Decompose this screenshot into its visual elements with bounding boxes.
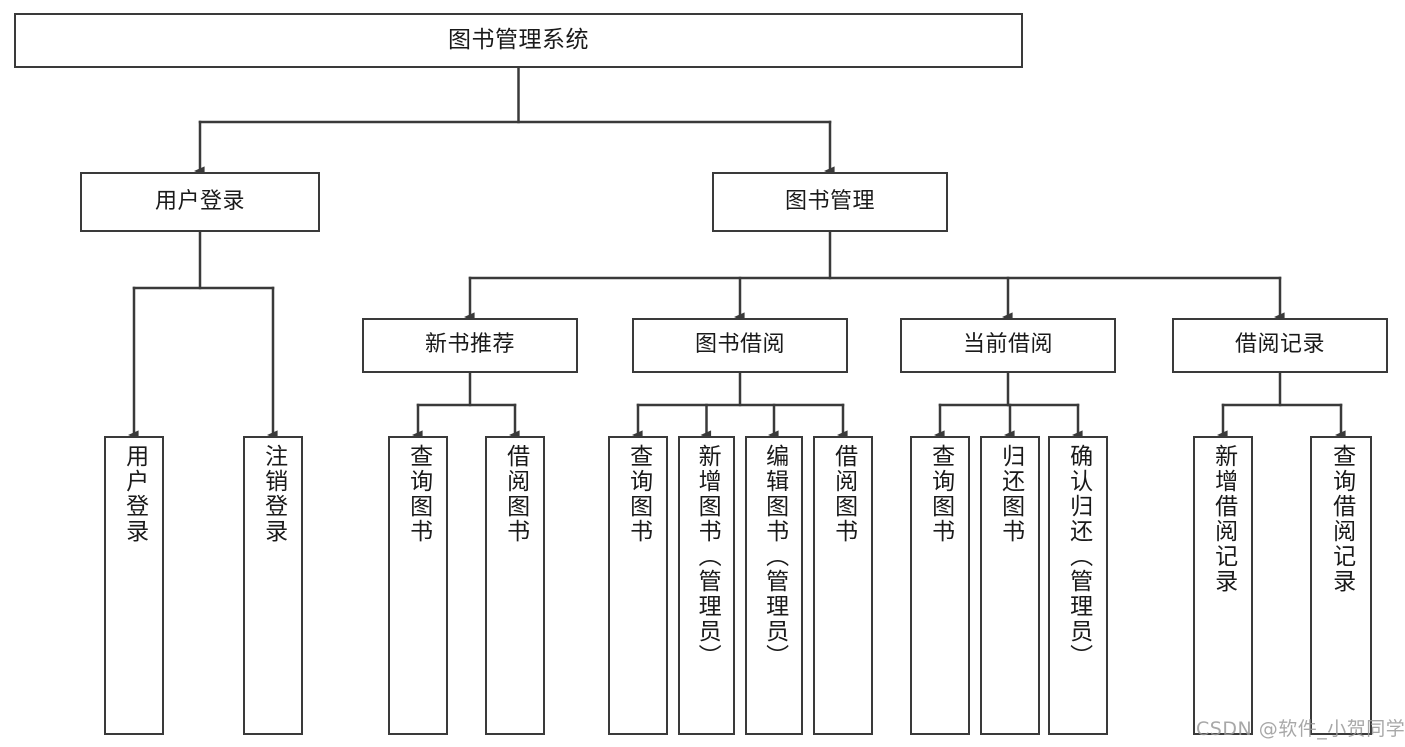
node-records[interactable]: 借阅记录 xyxy=(1172,318,1388,373)
node-label: 借阅图书 xyxy=(830,444,857,544)
node-label: 新增借阅记录 xyxy=(1210,444,1237,594)
node-label: 当前借阅 xyxy=(962,332,1053,358)
node-label: 借阅记录 xyxy=(1234,332,1325,358)
node-label: 注销登录 xyxy=(260,444,287,544)
node-leaf3[interactable]: 查询图书 xyxy=(388,436,448,735)
node-label: 图书管理系统 xyxy=(448,26,589,53)
node-leaf10[interactable]: 归还图书 xyxy=(980,436,1040,735)
node-leaf13[interactable]: 查询借阅记录 xyxy=(1310,436,1372,735)
node-current[interactable]: 当前借阅 xyxy=(900,318,1116,373)
node-label: 图书借阅 xyxy=(694,332,785,358)
node-label: 查询图书 xyxy=(927,444,954,544)
node-label: 查询图书 xyxy=(405,444,432,544)
node-label: 图书管理 xyxy=(784,188,875,214)
node-label: 新增图书（管理员） xyxy=(694,444,721,669)
node-leaf9[interactable]: 查询图书 xyxy=(910,436,970,735)
node-leaf7[interactable]: 编辑图书（管理员） xyxy=(745,436,803,735)
node-bookmgmt[interactable]: 图书管理 xyxy=(712,172,948,232)
node-label: 确认归还（管理员） xyxy=(1065,444,1092,669)
node-newrec[interactable]: 新书推荐 xyxy=(362,318,578,373)
node-leaf6[interactable]: 新增图书（管理员） xyxy=(678,436,735,735)
node-leaf4[interactable]: 借阅图书 xyxy=(485,436,545,735)
node-leaf1[interactable]: 用户登录 xyxy=(104,436,164,735)
node-leaf11[interactable]: 确认归还（管理员） xyxy=(1048,436,1108,735)
node-label: 归还图书 xyxy=(997,444,1024,544)
node-label: 查询借阅记录 xyxy=(1328,444,1355,594)
node-label: 用户登录 xyxy=(121,444,148,544)
node-root[interactable]: 图书管理系统 xyxy=(14,13,1023,68)
csdn-watermark: CSDN @软件_小贺同学 xyxy=(1196,718,1405,740)
node-label: 编辑图书（管理员） xyxy=(761,444,788,669)
node-label: 借阅图书 xyxy=(502,444,529,544)
node-leaf2[interactable]: 注销登录 xyxy=(243,436,303,735)
node-label: 用户登录 xyxy=(154,188,245,214)
node-leaf12[interactable]: 新增借阅记录 xyxy=(1193,436,1253,735)
node-login[interactable]: 用户登录 xyxy=(80,172,320,232)
node-borrow[interactable]: 图书借阅 xyxy=(632,318,848,373)
node-label: 查询图书 xyxy=(625,444,652,544)
node-label: 新书推荐 xyxy=(424,332,515,358)
node-leaf8[interactable]: 借阅图书 xyxy=(813,436,873,735)
node-leaf5[interactable]: 查询图书 xyxy=(608,436,668,735)
